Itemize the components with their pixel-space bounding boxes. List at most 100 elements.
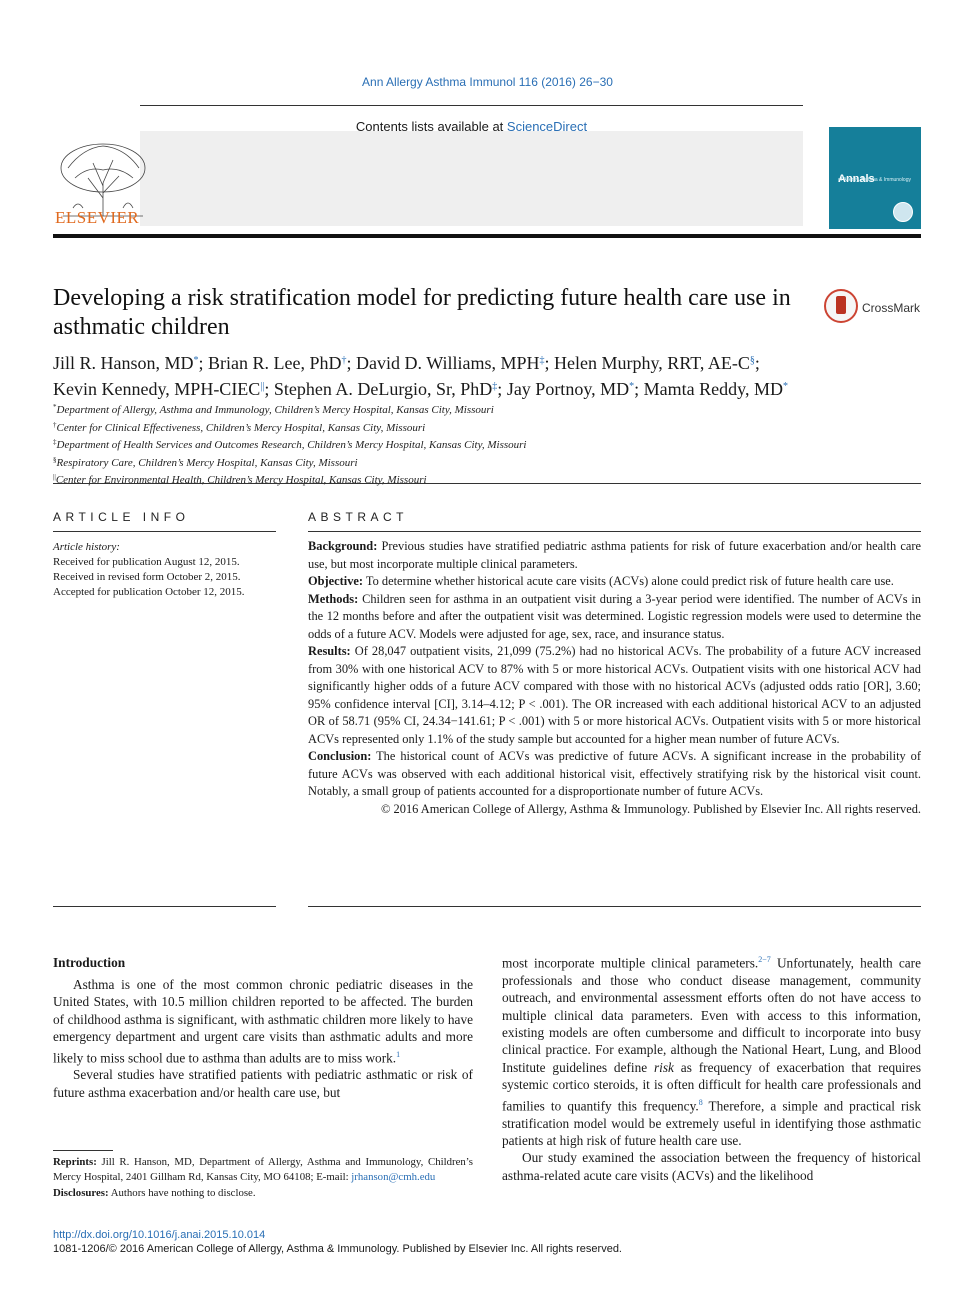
footnote-text: Jill R. Hanson, MD, Department of Allerg… [53,1156,473,1183]
cover-title: Annals [838,173,875,185]
affiliation-list: *Department of Allergy, Asthma and Immun… [53,400,923,488]
issn-copyright: 1081-1206/© 2016 American College of All… [53,1243,622,1255]
author-affil-mark[interactable]: † [341,355,347,366]
author-name[interactable]: Jill R. Hanson, MD [53,353,194,373]
author-separator: ; [634,379,644,399]
paragraph-text: Therefore, a simple and practical risk s… [502,1098,921,1148]
abstract-body: Background: Previous studies have strati… [308,538,921,818]
author-affil-mark[interactable]: ‡ [539,355,545,366]
paragraph-text: Asthma is one of the most common chronic… [53,977,473,1066]
abstract-rule [308,531,921,532]
header-thick-rule [53,234,921,238]
citation-link[interactable]: 8 [698,1097,703,1107]
doi-link[interactable]: http://dx.doi.org/10.1016/j.anai.2015.10… [53,1229,266,1241]
revised-date: Received in revised form October 2, 2015… [53,571,241,583]
abstract-text: Previous studies have stratified pediatr… [308,539,921,571]
body-paragraph: Asthma is one of the most common chronic… [53,976,473,1066]
received-date: Received for publication August 12, 2015… [53,556,240,568]
contents-prefix: Contents lists available at [355,119,507,134]
abstract-results: Results: Of 28,047 outpatient visits, 21… [308,643,921,748]
accepted-date: Accepted for publication October 12, 201… [53,586,245,598]
author-name[interactable]: Mamta Reddy, MD [643,379,783,399]
abstract-text: The historical count of ACVs was predict… [308,749,921,798]
footnote-label: Reprints: [53,1156,97,1168]
body-paragraph: most incorporate multiple clinical param… [502,951,921,1149]
affiliation-text: Respiratory Care, Children’s Mercy Hospi… [56,456,358,469]
cover-subtitle: of Allergy, Asthma & Immunology [838,177,911,183]
abstract-copyright: © 2016 American College of Allergy, Asth… [381,801,921,816]
introduction-heading: Introduction [53,955,126,970]
elsevier-tree-logo [60,143,146,217]
affiliation-mark: § [53,455,57,464]
affiliation-text: Center for Clinical Effectiveness, Child… [56,421,426,434]
author-affil-mark[interactable]: § [749,355,755,366]
citation-link[interactable]: 1 [396,1049,401,1059]
citation-link[interactable]: 2−7 [758,955,771,964]
affiliation-mark: * [53,403,57,411]
crossmark-icon [824,289,858,323]
author-affil-mark[interactable]: * [783,381,788,392]
affiliation: §Respiratory Care, Children’s Mercy Hosp… [53,453,923,471]
author-affil-mark[interactable]: ‡ [492,381,498,392]
affiliation-mark: || [53,473,56,481]
author-separator: ; [264,379,274,399]
header-top-rule [140,105,803,106]
body-column-right: most incorporate multiple clinical param… [502,951,921,1184]
body-column-left: Asthma is one of the most common chronic… [53,976,473,1101]
paragraph-text: as frequency of exacerbation that requir… [502,1059,922,1114]
article-info-heading: ARTICLE INFO [53,510,190,524]
abstract-objective: Objective: To determine whether historic… [308,573,921,591]
journal-reference[interactable]: Ann Allergy Asthma Immunol 116 (2016) 26… [362,75,613,89]
affiliation: ||Center for Environmental Health, Child… [53,470,923,488]
email-link[interactable]: jrhanson@cmh.edu [351,1171,436,1183]
author-affil-mark[interactable]: * [193,355,199,366]
abstract-text: Of 28,047 outpatient visits, 21,099 (75.… [308,644,921,746]
header-band [140,131,803,226]
abstract-label: Background: [308,539,378,553]
footnote-rule [53,1150,113,1151]
emphasis-risk: risk [654,1059,674,1075]
abstract-label: Objective: [308,574,364,588]
reprints-note: Reprints: Jill R. Hanson, MD, Department… [53,1155,473,1185]
abstract-conclusion: Conclusion: The historical count of ACVs… [308,748,921,801]
author-affil-mark[interactable]: || [260,381,265,392]
contents-line: Contents lists available at ScienceDirec… [140,119,803,134]
abstract-label: Conclusion: [308,749,372,763]
author-separator: ; [544,353,554,373]
disclosures-note: Disclosures: Authors have nothing to dis… [53,1186,473,1201]
article-info-bottom-rule [53,906,276,907]
cover-seal-icon [893,202,913,222]
author-separator: ; [754,353,760,373]
author-name[interactable]: David D. Williams, MPH [356,353,540,373]
affiliation-text: Center for Environmental Health, Childre… [55,474,427,486]
author-name[interactable]: Jay Portnoy, MD [506,379,630,399]
abstract-methods: Methods: Children seen for asthma in an … [308,591,921,644]
author-name[interactable]: Brian R. Lee, PhD [208,353,342,373]
abstract-background: Background: Previous studies have strati… [308,538,921,573]
author-name[interactable]: Kevin Kennedy, MPH-CIEC [53,379,261,399]
paragraph-text: most incorporate multiple clinical param… [502,955,759,971]
history-label: Article history: [53,541,120,553]
affiliation: †Center for Clinical Effectiveness, Chil… [53,418,923,436]
article-title: Developing a risk stratification model f… [53,285,791,340]
affiliation-mark: ‡ [53,438,57,446]
footnotes: Reprints: Jill R. Hanson, MD, Department… [53,1155,473,1202]
abstract-label: Results: [308,644,351,658]
abstract-bottom-rule [308,906,921,907]
title-block-rule [53,483,921,484]
elsevier-wordmark: ELSEVIER [55,208,140,227]
journal-cover-thumbnail[interactable]: Annals of Allergy, Asthma & Immunology [829,117,921,229]
affiliation: *Department of Allergy, Asthma and Immun… [53,400,923,418]
sciencedirect-link[interactable]: ScienceDirect [506,119,588,134]
author-list: Jill R. Hanson, MD*; Brian R. Lee, PhD†;… [53,349,923,401]
author-name[interactable]: Helen Murphy, RRT, AE-C [554,353,750,373]
crossmark-label: CrossMark [862,301,921,315]
affiliation-text: Department of Health Services and Outcom… [56,439,527,451]
affiliation: ‡Department of Health Services and Outco… [53,435,923,453]
author-affil-mark[interactable]: * [629,381,635,392]
article-info-rule [53,531,276,532]
cover-top-strip [829,117,921,127]
author-name[interactable]: Stephen A. DeLurgio, Sr, PhD [273,379,493,399]
author-separator: ; [346,353,357,373]
affiliation-text: Department of Allergy, Asthma and Immuno… [56,404,494,416]
